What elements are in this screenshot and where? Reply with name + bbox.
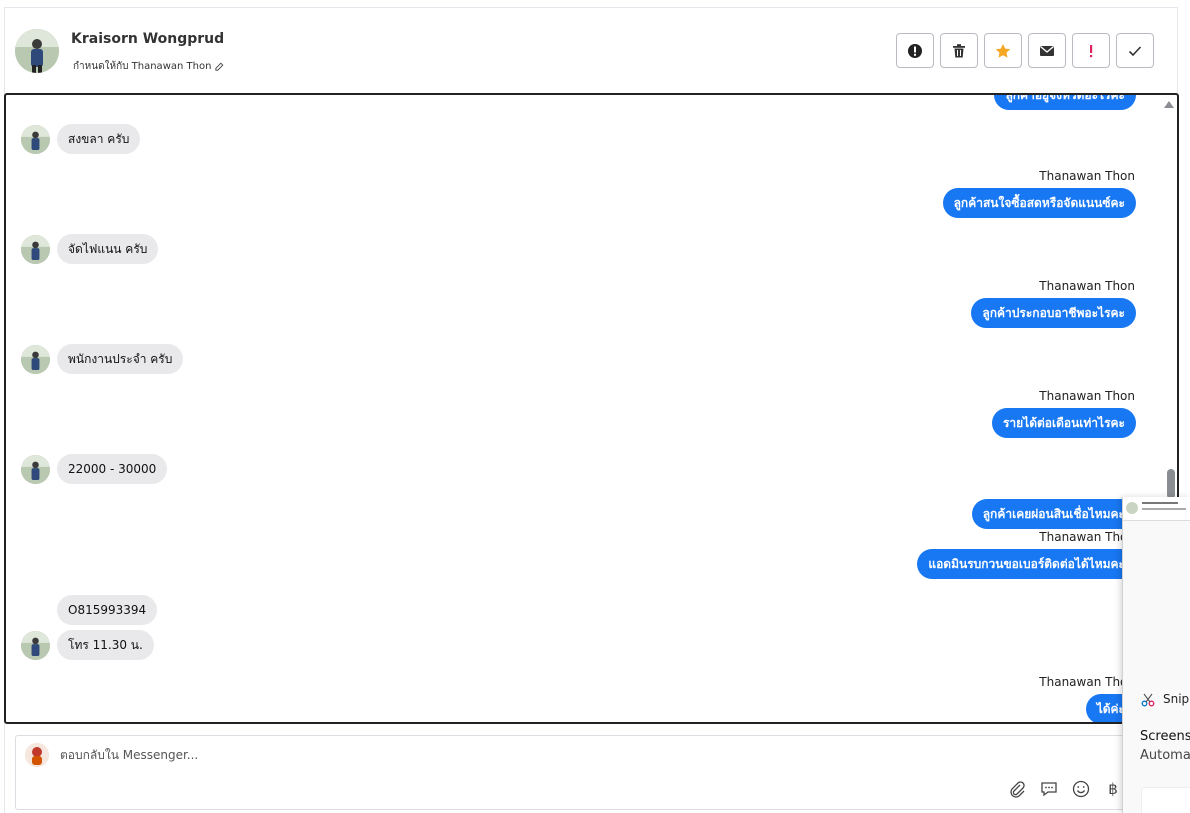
done-button[interactable] [1116,33,1154,68]
outgoing-message: ลูกค้าเคยผ่อนสินเชื่อไหมคะ [971,499,1136,529]
top-divider [4,7,1178,8]
contact-avatar-small [21,235,50,264]
agent-avatar [25,743,49,767]
contact-avatar-small [21,125,50,154]
follow-up-button[interactable] [1072,33,1110,68]
exclamation-icon [1090,44,1093,57]
incoming-message: จัดไฟแนน ครับ [57,234,159,264]
star-icon [995,43,1011,58]
contact-avatar-small [21,631,50,660]
thumbnail-avatar [1126,502,1138,514]
spam-button[interactable] [896,33,934,68]
outgoing-message: ลูกค้าอยู่จังหวัดอะไรคะ [994,95,1136,110]
snipping-tool-icon [1141,693,1155,707]
outgoing-message: แอดมินรบกวนขอเบอร์ติดต่อได้ไหมคะ [917,549,1136,579]
star-button[interactable] [984,33,1022,68]
delete-button[interactable] [940,33,978,68]
assignee-text: กำหนดให้กับ Thanawan Thon [73,61,212,72]
sender-name: Thanawan Thon [1039,675,1135,689]
right-divider [1177,7,1178,93]
incoming-message: พนักงานประจำ ครับ [57,344,184,374]
outgoing-message: ลูกค้าประกอบอาชีพอะไรคะ [971,298,1136,328]
conversation-toolbar [896,33,1154,68]
toast-subtitle: Automatically saved to screenshots folde… [1140,748,1190,763]
toast-title: Screenshot copied to clipboard [1140,729,1190,744]
contact-avatar-small [21,455,50,484]
snipping-tool-toast[interactable]: Snipping Tool Screenshot copied to clipb… [1122,497,1190,813]
composer-actions: ฿ [1008,780,1122,798]
incoming-message: O815993394 [57,595,158,625]
toast-app-name: Snipping Tool [1163,692,1190,706]
incoming-message: โทร 11.30 น. [57,630,154,660]
sender-name: Thanawan Thon [1039,389,1135,403]
paperclip-icon[interactable] [1008,780,1026,798]
reply-input[interactable] [60,748,660,762]
thumbnail-line [1142,508,1186,510]
incoming-message: สงขลา ครับ [57,124,141,154]
trash-icon [953,43,965,57]
alert-circle-icon [908,43,922,58]
saved-reply-icon[interactable] [1040,780,1058,798]
reply-composer: ฿ [15,735,1135,810]
envelope-icon [1040,45,1054,56]
scroll-up-arrow[interactable] [1164,101,1174,108]
thumbnail-line [1142,502,1178,504]
sender-name: Thanawan Thon [1039,279,1135,293]
assignee-line[interactable]: กำหนดให้กับ Thanawan Thon [73,59,224,74]
toast-action-card[interactable] [1141,787,1190,813]
sender-name: Thanawan Thon [1039,169,1135,183]
outgoing-message: รายได้ต่อเดือนเท่าไรคะ [991,408,1136,438]
mark-unread-button[interactable] [1028,33,1066,68]
check-icon [1128,45,1142,56]
contact-avatar-small [21,345,50,374]
emoji-icon[interactable] [1072,780,1090,798]
outgoing-message: ลูกค้าสนใจซื้อสดหรือจัดแนนซ์คะ [942,188,1136,218]
pencil-icon[interactable] [214,62,224,72]
contact-avatar[interactable] [15,29,59,73]
sender-name: Thanawan Thon [1039,530,1135,544]
scrollbar-thumb[interactable] [1167,469,1175,499]
contact-name[interactable]: Kraisorn Wongprud [71,31,225,47]
baht-icon[interactable]: ฿ [1108,780,1118,798]
incoming-message: 22000 - 30000 [57,454,168,484]
message-thread[interactable]: ลูกค้าอยู่จังหวัดอะไรคะ สงขลา ครับ Thana… [4,93,1179,724]
screenshot-thumbnail[interactable] [1123,497,1190,521]
